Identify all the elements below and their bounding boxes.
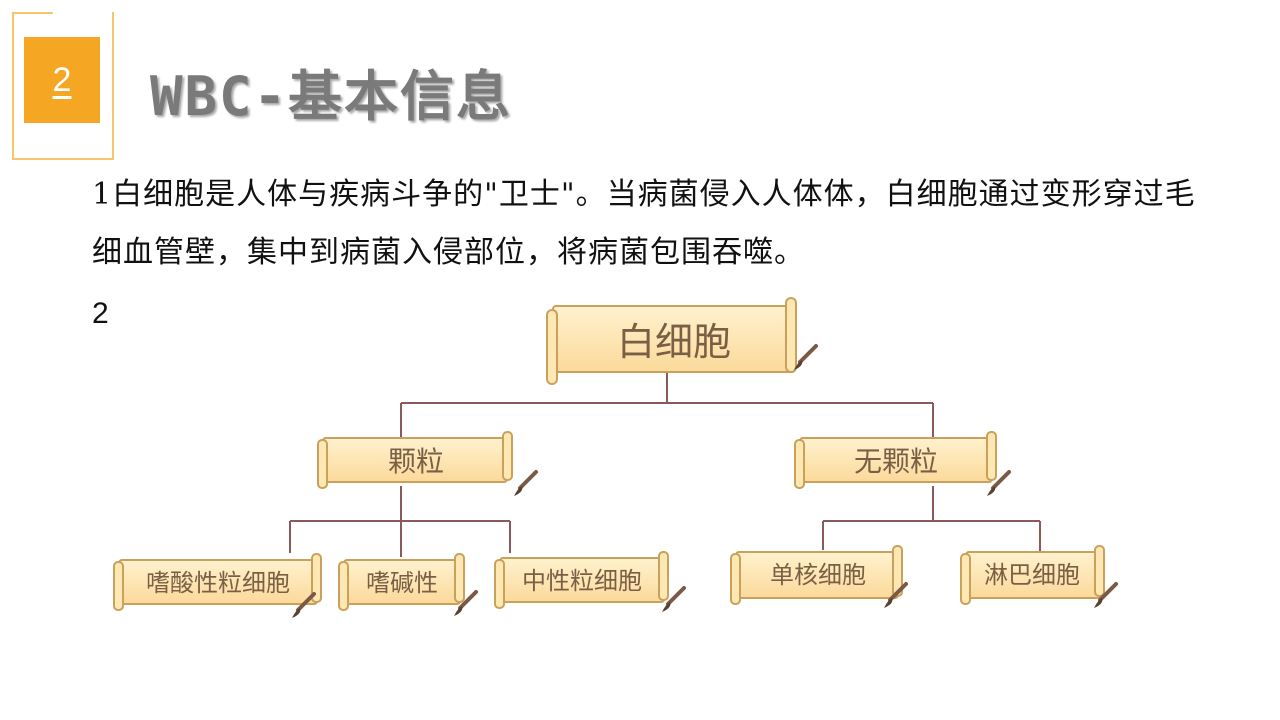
node-root-label: 白细胞 (617, 320, 731, 364)
paragraph-1: 1白细胞是人体与疾病斗争的"卫士"。当病菌侵入人体体，白细胞通过变形穿过毛细血管… (92, 177, 1196, 270)
node-granular-label: 颗粒 (388, 445, 444, 478)
node-basophil-label: 嗜碱性 (366, 569, 438, 597)
node-lymphocyte: 淋巴细胞 (960, 545, 1118, 610)
node-basophil: 嗜碱性 (338, 553, 478, 618)
node-lymphocyte-label: 淋巴细胞 (984, 561, 1080, 589)
slide-title: WBC-基本信息 (150, 65, 513, 128)
node-eosinophil-label: 嗜酸性粒细胞 (146, 569, 290, 597)
node-monocyte-label: 单核细胞 (770, 561, 866, 589)
corner-bracket-bottom-right (12, 12, 114, 160)
node-neutrophil: 中性粒细胞 (494, 551, 686, 614)
node-eosinophil: 嗜酸性粒细胞 (113, 553, 322, 620)
corner-bracket-top-left (12, 12, 53, 160)
node-agranular: 无颗粒 (794, 431, 1011, 498)
slide-number-badge: 2 (24, 37, 100, 123)
node-monocyte: 单核细胞 (730, 545, 908, 610)
node-neutrophil-label: 中性粒细胞 (522, 567, 642, 595)
node-granular: 颗粒 (317, 431, 538, 498)
node-root: 白细胞 (546, 297, 818, 385)
connector-lines (289, 372, 1041, 557)
node-agranular-label: 无颗粒 (854, 445, 938, 478)
paragraph-2: 2 (92, 297, 109, 330)
